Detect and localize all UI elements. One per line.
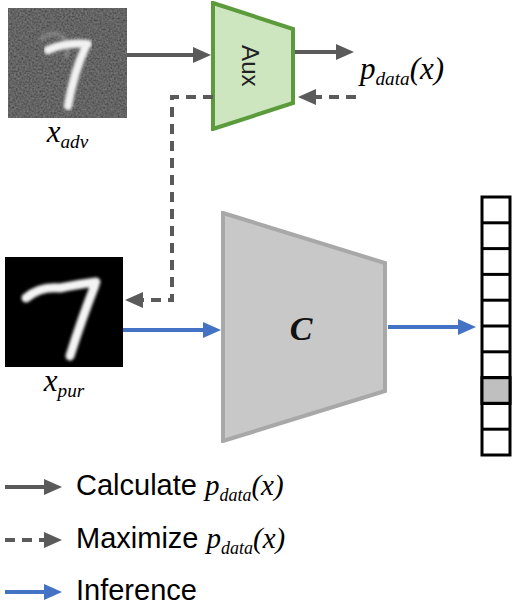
legend-sample — [5, 590, 52, 594]
legend-sample — [5, 485, 52, 489]
flow-arrow — [135, 97, 213, 300]
purified-image — [5, 257, 123, 367]
maximize-arrow — [308, 95, 356, 99]
trapezoid-shape — [223, 213, 385, 441]
flow-arrow — [123, 328, 211, 332]
trapezoid-shape — [213, 3, 293, 129]
node-label: C — [221, 309, 381, 348]
purified-image: xpur — [5, 257, 123, 367]
inference-arrow — [388, 325, 466, 329]
classifier-model: C — [221, 211, 387, 443]
adversarial-image — [8, 8, 127, 118]
output-vector — [482, 197, 510, 455]
input-image: xadv — [8, 8, 127, 118]
output-arrow — [294, 50, 344, 54]
flow-arrow — [127, 53, 201, 57]
node-label: xpur — [0, 363, 133, 402]
legend-text: Calculate pdata(x) — [76, 468, 284, 506]
node-label: xadv — [0, 114, 137, 153]
math-label: pdata(x) — [360, 51, 444, 90]
legend-text: Inference — [76, 573, 197, 608]
node-label: Aux — [211, 1, 295, 131]
auxiliary-model: Aux — [211, 1, 295, 131]
legend-text: Maximize pdata(x) — [76, 521, 285, 559]
legend-sample — [5, 538, 52, 542]
